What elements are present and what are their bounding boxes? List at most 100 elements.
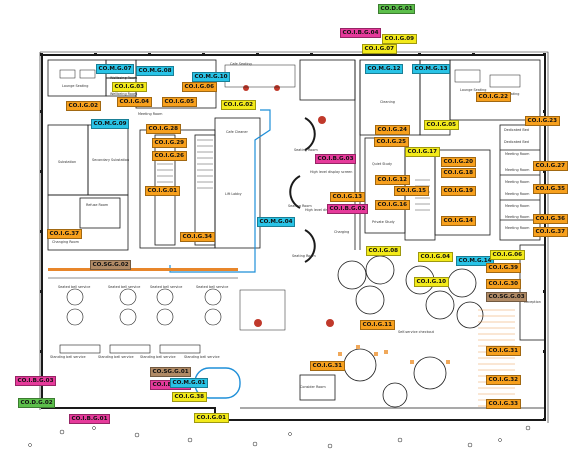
space-tag-co-i-g-05-b[interactable]: CO.I.G.05 [424, 120, 459, 130]
room-label: Seating Room [292, 254, 316, 258]
space-tag-co-i-g-03[interactable]: CO.I.G.03 [112, 82, 147, 92]
space-tag-co-i-g-04[interactable]: CO.I.G.04 [117, 97, 152, 107]
space-tag-co-sg-g-03[interactable]: CO.SG.G.03 [486, 292, 528, 302]
space-tag-co-m-g-10[interactable]: CO.M.G.10 [192, 72, 231, 82]
entrance [42, 367, 545, 409]
space-tag-co-i-g-34[interactable]: CO.I.G.34 [180, 232, 215, 242]
space-tag-co-i-g-29[interactable]: CO.I.G.29 [152, 138, 187, 148]
space-tag-co-i-g-04-b[interactable]: CO.I.G.04 [418, 252, 453, 262]
room-label: Meeting Room [505, 152, 530, 156]
space-tag-co-i-g-02-b[interactable]: CO.I.G.02 [221, 100, 256, 110]
space-tag-co-m-g-04[interactable]: CO.M.G.04 [257, 217, 296, 227]
room-label: Seated bell service [108, 285, 141, 289]
space-tag-co-m-g-09[interactable]: CO.M.G.09 [91, 119, 130, 129]
space-tag-co-i-g-39[interactable]: CO.I.G.39 [486, 263, 521, 273]
space-tag-co-i-g-26[interactable]: CO.I.G.26 [152, 151, 187, 161]
floor-plan [28, 51, 549, 449]
room-furniture [59, 64, 521, 331]
room-label: Lift Lobby [225, 192, 242, 196]
space-tag-co-m-g-01[interactable]: CO.M.G.01 [170, 378, 209, 388]
space-tag-co-i-g-17[interactable]: CO.I.G.17 [405, 147, 440, 157]
space-tag-co-i-g-35[interactable]: CO.I.G.35 [533, 184, 568, 194]
space-tag-co-i-g-38[interactable]: CO.I.G.38 [172, 392, 207, 402]
space-tag-co-i-g-01-b[interactable]: CO.I.G.01 [194, 413, 229, 423]
space-tag-co-m-g-14[interactable]: CO.M.G.14 [456, 256, 495, 266]
space-tag-co-i-g-10[interactable]: CO.I.G.10 [414, 277, 449, 287]
exterior-marks [28, 425, 531, 449]
space-tag-co-i-g-02[interactable]: CO.I.G.02 [66, 101, 101, 111]
room-label: Seated bell service [196, 285, 229, 289]
space-tag-co-i-g-15[interactable]: CO.I.G.15 [394, 186, 429, 196]
space-tag-co-i-g-08[interactable]: CO.I.G.08 [366, 246, 401, 256]
space-tag-co-m-g-12[interactable]: CO.M.G.12 [365, 64, 404, 74]
room-label: Lounge Seating [62, 84, 89, 88]
columns [40, 53, 546, 421]
space-tag-co-i-g-28[interactable]: CO.I.G.28 [146, 124, 181, 134]
chairs [338, 345, 450, 364]
room-label: Consider Room [300, 385, 326, 389]
space-tag-co-i-g-37-left[interactable]: CO.I.G.37 [47, 229, 82, 239]
room-label: Wellbeing Room [110, 92, 138, 96]
space-tag-co-i-g-18[interactable]: CO.I.G.18 [441, 168, 476, 178]
room-label: Charging [334, 230, 350, 234]
space-tag-co-i-g-23[interactable]: CO.I.G.23 [525, 116, 560, 126]
space-tag-co-i-b-g-02[interactable]: CO.I.B.G.02 [327, 204, 368, 214]
space-tag-co-i-g-05[interactable]: CO.I.G.05 [162, 97, 197, 107]
space-tag-co-i-g-09[interactable]: CO.I.G.09 [382, 34, 417, 44]
space-tag-co-m-g-07[interactable]: CO.M.G.07 [96, 64, 135, 74]
room-label: High level display screen [310, 170, 353, 174]
space-tag-co-i-g-33[interactable]: CO.I.G.33 [486, 399, 521, 409]
space-tag-co-i-g-22[interactable]: CO.I.G.22 [476, 92, 511, 102]
space-tag-co-i-g-36[interactable]: CO.I.G.36 [533, 214, 568, 224]
space-tag-co-i-b-g-04[interactable]: CO.I.B.G.04 [340, 28, 381, 38]
space-tag-co-m-g-08[interactable]: CO.M.G.08 [136, 66, 175, 76]
space-tag-co-i-g-30[interactable]: CO.I.G.30 [486, 279, 521, 289]
room-label: Seating Room [288, 204, 312, 208]
space-tag-co-i-g-13[interactable]: CO.I.G.13 [330, 192, 365, 202]
space-tag-co-i-g-06-b[interactable]: CO.I.G.06 [490, 250, 525, 260]
room-label: Cafe Seating [230, 62, 252, 66]
space-tag-co-i-g-12[interactable]: CO.I.G.12 [375, 175, 410, 185]
space-tag-co-d-g-02[interactable]: CO.D.G.02 [18, 398, 56, 408]
space-tag-co-i-g-16[interactable]: CO.I.G.16 [375, 200, 410, 210]
space-tag-co-i-b-g-03-left[interactable]: CO.I.B.G.03 [15, 376, 56, 386]
space-tag-co-i-g-14[interactable]: CO.I.G.14 [441, 216, 476, 226]
room-label: Meeting Room [505, 226, 530, 230]
space-tag-co-i-b-g-03[interactable]: CO.I.B.G.03 [315, 154, 356, 164]
room-label: Substation [58, 160, 77, 164]
biohazard-icon [243, 85, 334, 327]
room-label: Standing bell service [140, 355, 176, 359]
space-tag-co-i-g-24[interactable]: CO.I.G.24 [375, 125, 410, 135]
space-tag-co-sg-g-02[interactable]: CO.SG.G.02 [90, 260, 132, 270]
room-label: Meeting Room [505, 180, 530, 184]
space-tag-co-i-g-06[interactable]: CO.I.G.06 [182, 82, 217, 92]
exterior-walls [39, 51, 549, 423]
space-tag-co-i-g-20[interactable]: CO.I.G.20 [441, 157, 476, 167]
space-tag-co-i-g-31-b[interactable]: CO.I.G.31 [310, 361, 345, 371]
room-label: Standing bell service [50, 355, 86, 359]
seating-clusters-left [59, 288, 222, 354]
space-tag-co-d-g-01[interactable]: CO.D.G.01 [378, 4, 416, 14]
space-tag-co-i-g-25[interactable]: CO.I.G.25 [374, 137, 409, 147]
room-label: Standing bell service [98, 355, 134, 359]
space-tag-co-i-g-37[interactable]: CO.I.G.37 [533, 227, 568, 237]
room-label: Meeting Room [505, 204, 530, 208]
room-label: Wellbeing Room [110, 76, 138, 80]
space-tag-co-i-g-27[interactable]: CO.I.G.27 [533, 161, 568, 171]
space-tag-co-sg-g-01[interactable]: CO.SG.G.01 [150, 367, 192, 377]
space-tag-co-i-g-07[interactable]: CO.I.G.07 [362, 44, 397, 54]
room-label: Changing Room [52, 240, 79, 244]
space-tag-co-m-g-13[interactable]: CO.M.G.13 [412, 64, 451, 74]
room-label: Self-service checkout [398, 330, 434, 334]
space-tag-co-i-b-g-01-left[interactable]: CO.I.B.G.01 [69, 414, 110, 424]
room-label: Seating Room [294, 148, 318, 152]
space-tag-co-i-g-19[interactable]: CO.I.G.19 [441, 186, 476, 196]
room-label: Meeting Room [138, 112, 163, 116]
space-tag-co-i-g-31[interactable]: CO.I.G.31 [486, 346, 521, 356]
space-tag-co-i-g-32[interactable]: CO.I.G.32 [486, 375, 521, 385]
space-tag-co-i-g-01[interactable]: CO.I.G.01 [145, 186, 180, 196]
room-label: Reception [524, 300, 541, 304]
lift-lobby-outline [169, 109, 271, 273]
space-tag-co-i-g-11[interactable]: CO.I.G.11 [360, 320, 395, 330]
room-label: Dedicated Bed [504, 128, 529, 132]
